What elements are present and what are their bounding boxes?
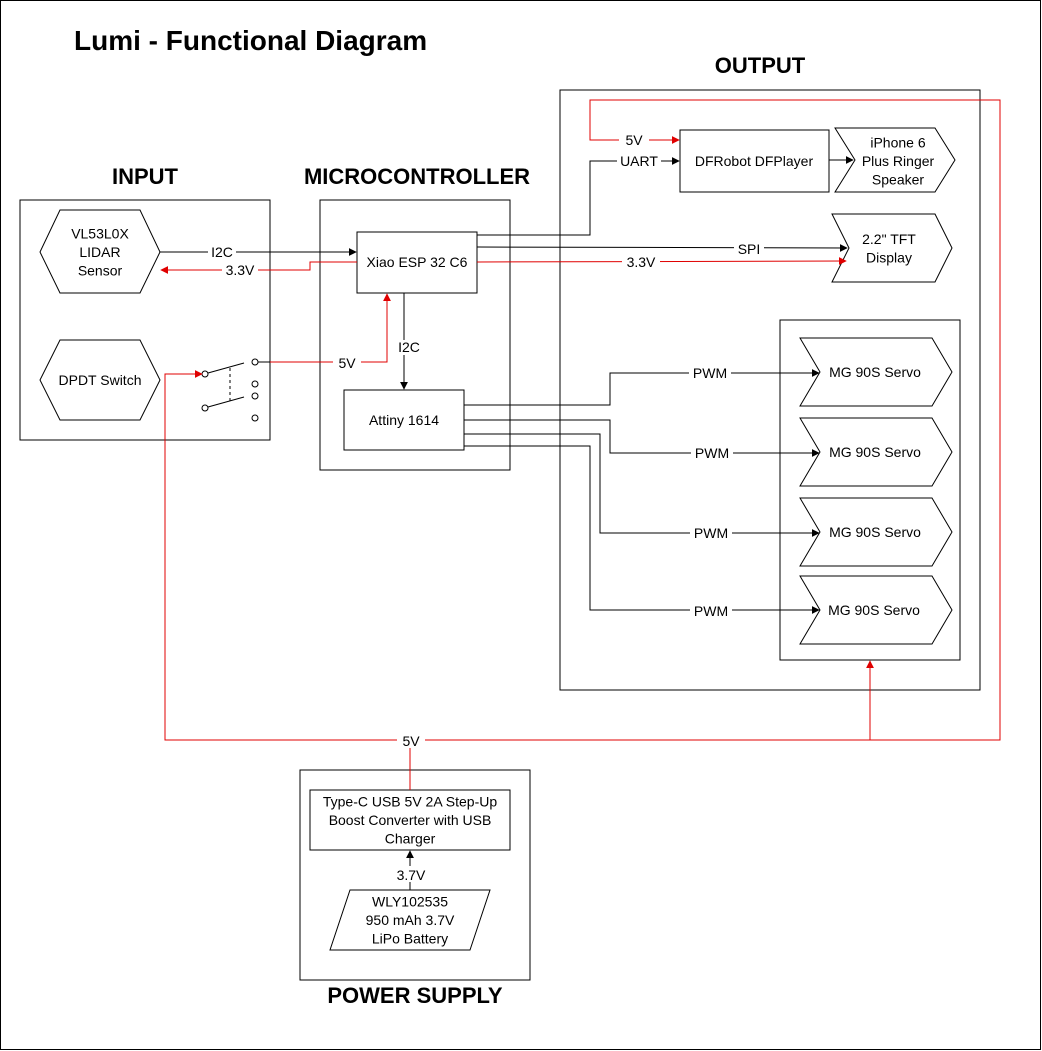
servo-3-node <box>799 497 953 567</box>
diagram-title: Lumi - Functional Diagram <box>74 25 427 56</box>
servo-group <box>779 319 961 661</box>
switch-power-label: 5V <box>338 355 356 371</box>
servo-4-node <box>799 575 953 645</box>
tft-power-label: 3.3V <box>627 254 656 270</box>
dpdt-switch-node <box>39 339 161 421</box>
lidar-i2c-label: I2C <box>211 244 233 260</box>
input-heading: INPUT <box>112 164 179 189</box>
tft-display-node <box>831 213 953 283</box>
servo-1-node <box>799 337 953 407</box>
esp-attiny-i2c-label: I2C <box>398 339 420 355</box>
servo-2-label: MG 90S Servo <box>829 444 921 460</box>
dfplayer-label: DFRobot DFPlayer <box>695 153 814 169</box>
microcontroller-heading: MICROCONTROLLER <box>304 164 530 189</box>
tft-spi-label: SPI <box>738 241 761 257</box>
input-group <box>19 199 271 441</box>
servo-3-pwm-label: PWM <box>694 525 728 541</box>
servo-2-node <box>799 417 953 487</box>
servo-1-pwm-label: PWM <box>693 365 727 381</box>
servo-3-label: MG 90S Servo <box>829 524 921 540</box>
esp32-node <box>356 231 478 294</box>
battery-power-label: 3.7V <box>397 867 426 883</box>
speaker-node <box>834 127 956 193</box>
output-group <box>559 89 981 691</box>
servo-4-label: MG 90S Servo <box>828 602 920 618</box>
servo-4-pwm-label: PWM <box>694 603 728 619</box>
microcontroller-group <box>319 199 511 471</box>
power-wires <box>160 99 1001 790</box>
main-power-label: 5V <box>402 733 420 749</box>
power-supply-heading: POWER SUPPLY <box>327 983 503 1008</box>
battery-node <box>329 889 491 951</box>
esp32-label: Xiao ESP 32 C6 <box>367 254 468 270</box>
dfplayer-uart-label: UART <box>620 153 658 169</box>
attiny-label: Attiny 1614 <box>369 412 439 428</box>
dpdt-switch-symbol <box>201 358 270 422</box>
attiny-node <box>343 389 465 451</box>
power-supply-group <box>299 769 531 981</box>
boost-converter-node <box>309 789 511 851</box>
servo-1-label: MG 90S Servo <box>829 364 921 380</box>
lidar-power-label: 3.3V <box>226 262 255 278</box>
servo-2-pwm-label: PWM <box>695 445 729 461</box>
lidar-sensor-node <box>39 209 161 294</box>
dfplayer-power-label: 5V <box>625 132 643 148</box>
dfplayer-node <box>679 129 830 193</box>
dpdt-switch-label: DPDT Switch <box>59 372 142 388</box>
wire-labels: I2C 3.3V 5V I2C 5V UART SPI 3.3V PWM PWM… <box>208 132 764 883</box>
output-heading: OUTPUT <box>715 53 806 78</box>
